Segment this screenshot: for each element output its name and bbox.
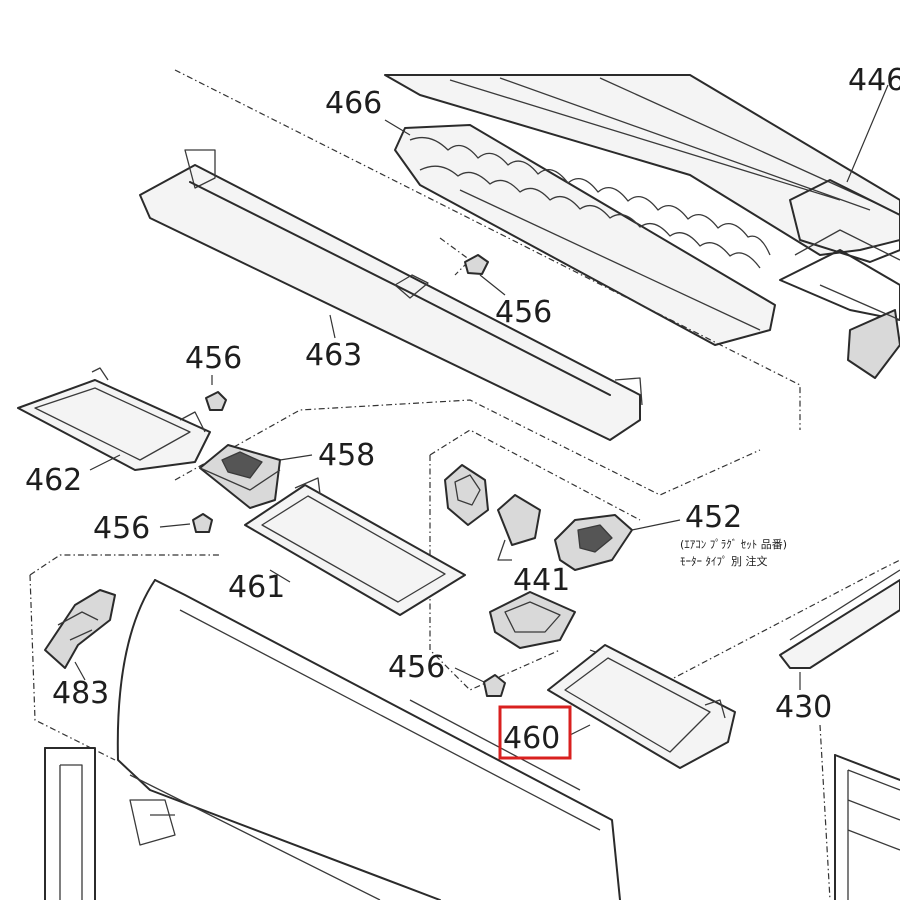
part-462-cover (17, 367, 211, 471)
label-456-bottom: 456 (388, 650, 445, 685)
label-441: 441 (513, 563, 570, 598)
label-460: 460 (503, 721, 560, 756)
label-466: 466 (325, 86, 382, 121)
part-430-rail (779, 569, 900, 690)
part-461-frame (244, 477, 466, 616)
part-452-motor (444, 464, 681, 649)
label-452: 452 (685, 500, 742, 535)
screw-456-left (205, 375, 227, 411)
label-456-top: 456 (495, 295, 552, 330)
screw-456-bottom (454, 667, 506, 697)
lower-left-bracket (44, 747, 176, 900)
label-456-left: 456 (185, 341, 242, 376)
highlight-box-460 (498, 705, 572, 760)
label-456-mid: 456 (93, 511, 150, 546)
label-446: 446 (848, 63, 900, 98)
front-panel (116, 579, 621, 900)
label-463: 463 (305, 338, 362, 373)
part-463-bar (139, 149, 643, 441)
note-452-line1: (ｴｱｺﾝ ﾌﾟﾗｸﾞ ｾｯﾄ 品番) (680, 538, 787, 551)
part-458-switch (199, 444, 313, 509)
screw-456-mid (159, 513, 213, 533)
screw-456-top (464, 254, 506, 296)
part-460-cover (547, 644, 736, 769)
part-466-louver (384, 119, 776, 346)
label-458: 458 (318, 438, 375, 473)
label-461: 461 (228, 570, 285, 605)
note-452-line2: ﾓｰﾀｰ ﾀｲﾌﾟ 別 注文 (680, 554, 768, 568)
label-430: 430 (775, 690, 832, 725)
part-446-housing (384, 74, 900, 379)
part-483-bracket (44, 589, 116, 681)
label-483: 483 (52, 676, 109, 711)
lower-right-grille (834, 754, 900, 900)
label-462: 462 (25, 463, 82, 498)
